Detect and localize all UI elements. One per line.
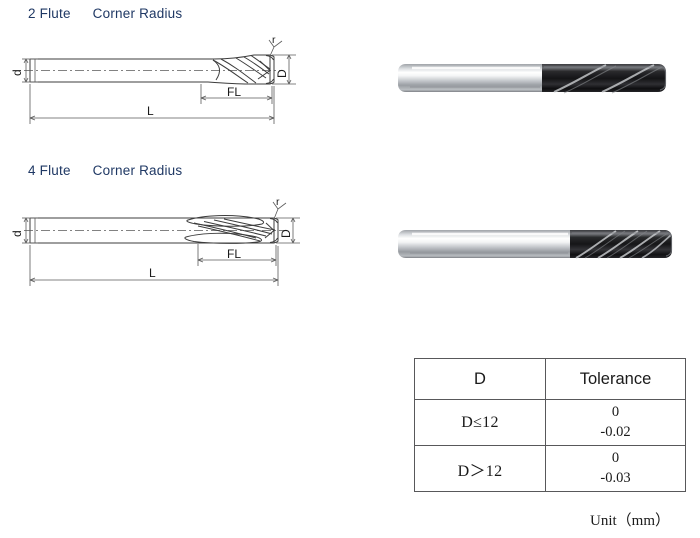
table-row: D≤12 0 -0.02 [414,399,686,446]
corner-radius-label: r [276,196,280,208]
drawing-4-flute: r d D [8,196,308,296]
photo-shank [398,230,570,258]
table-header-d: D [414,358,546,400]
cutting-diameter-label: D [279,229,293,238]
flute-length-label: FL [227,85,241,99]
tool-type-label: Corner Radius [92,163,183,178]
cutting-head-4-flute [184,215,279,244]
section-title-2-flute: 2 Flute Corner Radius [28,6,182,21]
cutting-head-2-flute [207,54,275,85]
photo-shank [398,64,542,92]
photo-4-flute-endmill [392,217,682,271]
unit-note: Unit（mm） [590,513,671,529]
dimension-overall-length: L [29,84,275,124]
tolerance-upper: 0 [611,449,620,466]
drawing-2-flute: r d D [8,36,308,136]
corner-radius-label: r [272,36,276,46]
photo-cutting-head [570,230,673,259]
flute-count-label: 2 Flute [28,6,71,21]
flute-length-label: FL [227,247,241,261]
corner-radius-callout: r [272,196,287,220]
tolerance-upper: 0 [611,403,620,420]
corner-radius-callout: r [268,36,283,57]
dimension-flute-length: FL [197,244,277,266]
tolerance-value-cell: 0 -0.02 [545,399,686,446]
dimension-cutting-diameter: D [272,54,296,85]
diameter-range-cell: D＞12 [414,445,546,492]
dimension-shank-diameter: d [10,58,38,83]
tool-type-label: Corner Radius [92,6,183,21]
cutting-diameter-label: D [275,69,289,78]
flute-count-label: 4 Flute [28,163,71,178]
tolerance-lower: -0.03 [600,469,631,486]
tolerance-table: D Tolerance D≤12 0 -0.02 D＞12 0 -0.03 [414,358,686,492]
shank-diameter-label: d [10,69,24,76]
photo-cutting-head [542,64,667,94]
photo-4-flute-svg [398,230,673,259]
table-header-row: D Tolerance [414,358,686,400]
tolerance-value-cell: 0 -0.03 [545,445,686,492]
overall-length-label: L [147,104,154,118]
photo-2-flute-svg [398,64,667,94]
photo-2-flute-endmill [392,52,677,104]
section-title-4-flute: 4 Flute Corner Radius [28,163,182,178]
overall-length-label: L [149,266,156,280]
shank-diameter-label: d [10,230,24,237]
dimension-cutting-diameter: D [276,217,300,244]
table-row: D＞12 0 -0.03 [414,445,686,492]
drawing-2-flute-svg: r d D [10,36,296,124]
tolerance-lower: -0.02 [600,423,631,440]
diameter-range-cell: D≤12 [414,399,546,446]
dimension-flute-length: FL [200,84,273,104]
dimension-shank-diameter: d [10,217,38,244]
table-header-tolerance: Tolerance [545,358,686,400]
drawing-4-flute-svg: r d D [10,196,300,286]
dimension-overall-length: L [29,245,279,286]
